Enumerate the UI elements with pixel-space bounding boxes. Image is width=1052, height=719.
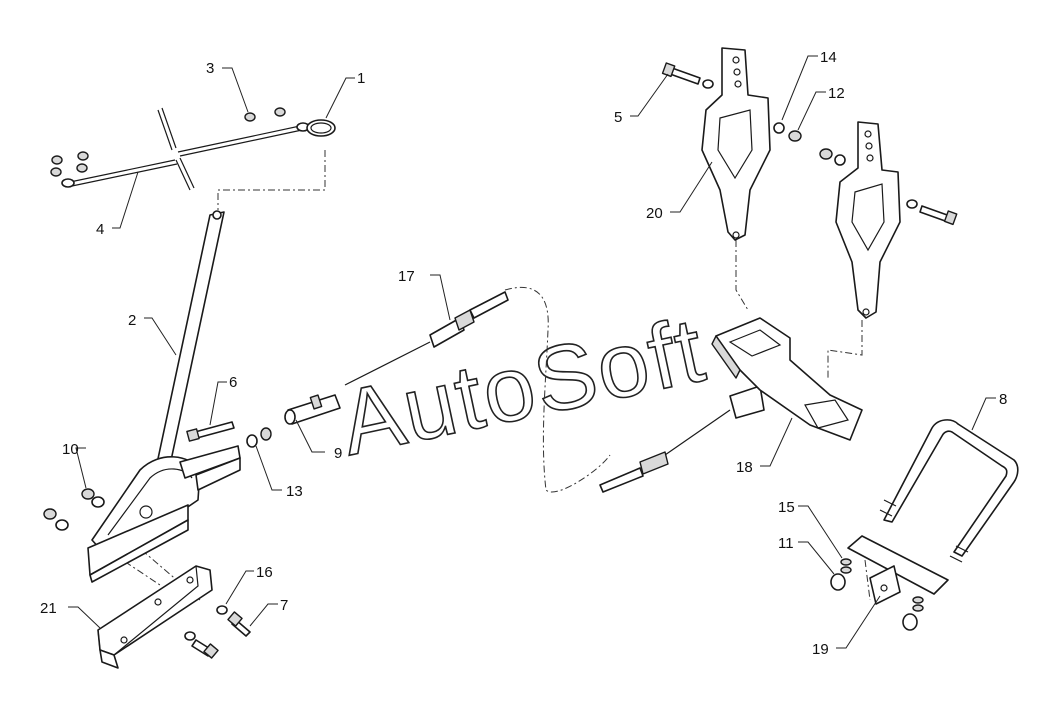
- callout-4: 4: [96, 221, 104, 238]
- watermark-text: AutoSoft: [332, 299, 714, 475]
- callout-2: 2: [128, 312, 136, 329]
- callout-18: 18: [736, 459, 753, 476]
- callout-3: 3: [206, 60, 214, 77]
- cable-part-4: [61, 107, 310, 191]
- callout-7: 7: [280, 597, 288, 614]
- u-bolt-part-8: [879, 419, 1019, 563]
- clips-part-3: [50, 107, 286, 177]
- callout-19: 19: [812, 641, 829, 658]
- fasteners-top: [661, 62, 958, 226]
- lever-base-assembly: [87, 445, 241, 583]
- callout-20: 20: [646, 205, 663, 222]
- fasteners-bottom-right: [830, 558, 924, 631]
- ring-part-1: [306, 119, 336, 137]
- cable-part-17: [344, 291, 509, 386]
- callout-9: 9: [334, 445, 342, 462]
- callout-21: 21: [40, 600, 57, 617]
- nuts-part-10: [43, 488, 105, 531]
- callout-5: 5: [614, 109, 622, 126]
- callout-14: 14: [820, 49, 837, 66]
- callout-13: 13: [286, 483, 303, 500]
- callout-16: 16: [256, 564, 273, 581]
- frame-bracket-part-18: [711, 317, 863, 441]
- callout-labels: 1 2 3 4 5 6 7 8 9 10 11 12 13 14 15 16 1…: [40, 49, 1007, 658]
- clamp-plate-part-19: [847, 535, 949, 605]
- callout-11: 11: [778, 535, 794, 552]
- pin-part-9: [284, 394, 341, 425]
- callout-10: 10: [62, 441, 79, 458]
- callout-1: 1: [357, 70, 365, 87]
- fasteners-bottom-left: [184, 605, 251, 659]
- cable-part-17b: [599, 385, 765, 493]
- plate-part-20-left: [701, 47, 771, 241]
- angle-bracket-part-21: [97, 565, 213, 669]
- plate-part-20-right: [835, 121, 901, 319]
- callout-15: 15: [778, 499, 795, 516]
- callout-12: 12: [828, 85, 845, 102]
- washers-part-13: [246, 427, 272, 448]
- callout-8: 8: [999, 391, 1007, 408]
- leader-lines: [68, 55, 996, 649]
- bolt-part-6: [186, 421, 235, 442]
- callout-6: 6: [229, 374, 237, 391]
- callout-17: 17: [398, 268, 415, 285]
